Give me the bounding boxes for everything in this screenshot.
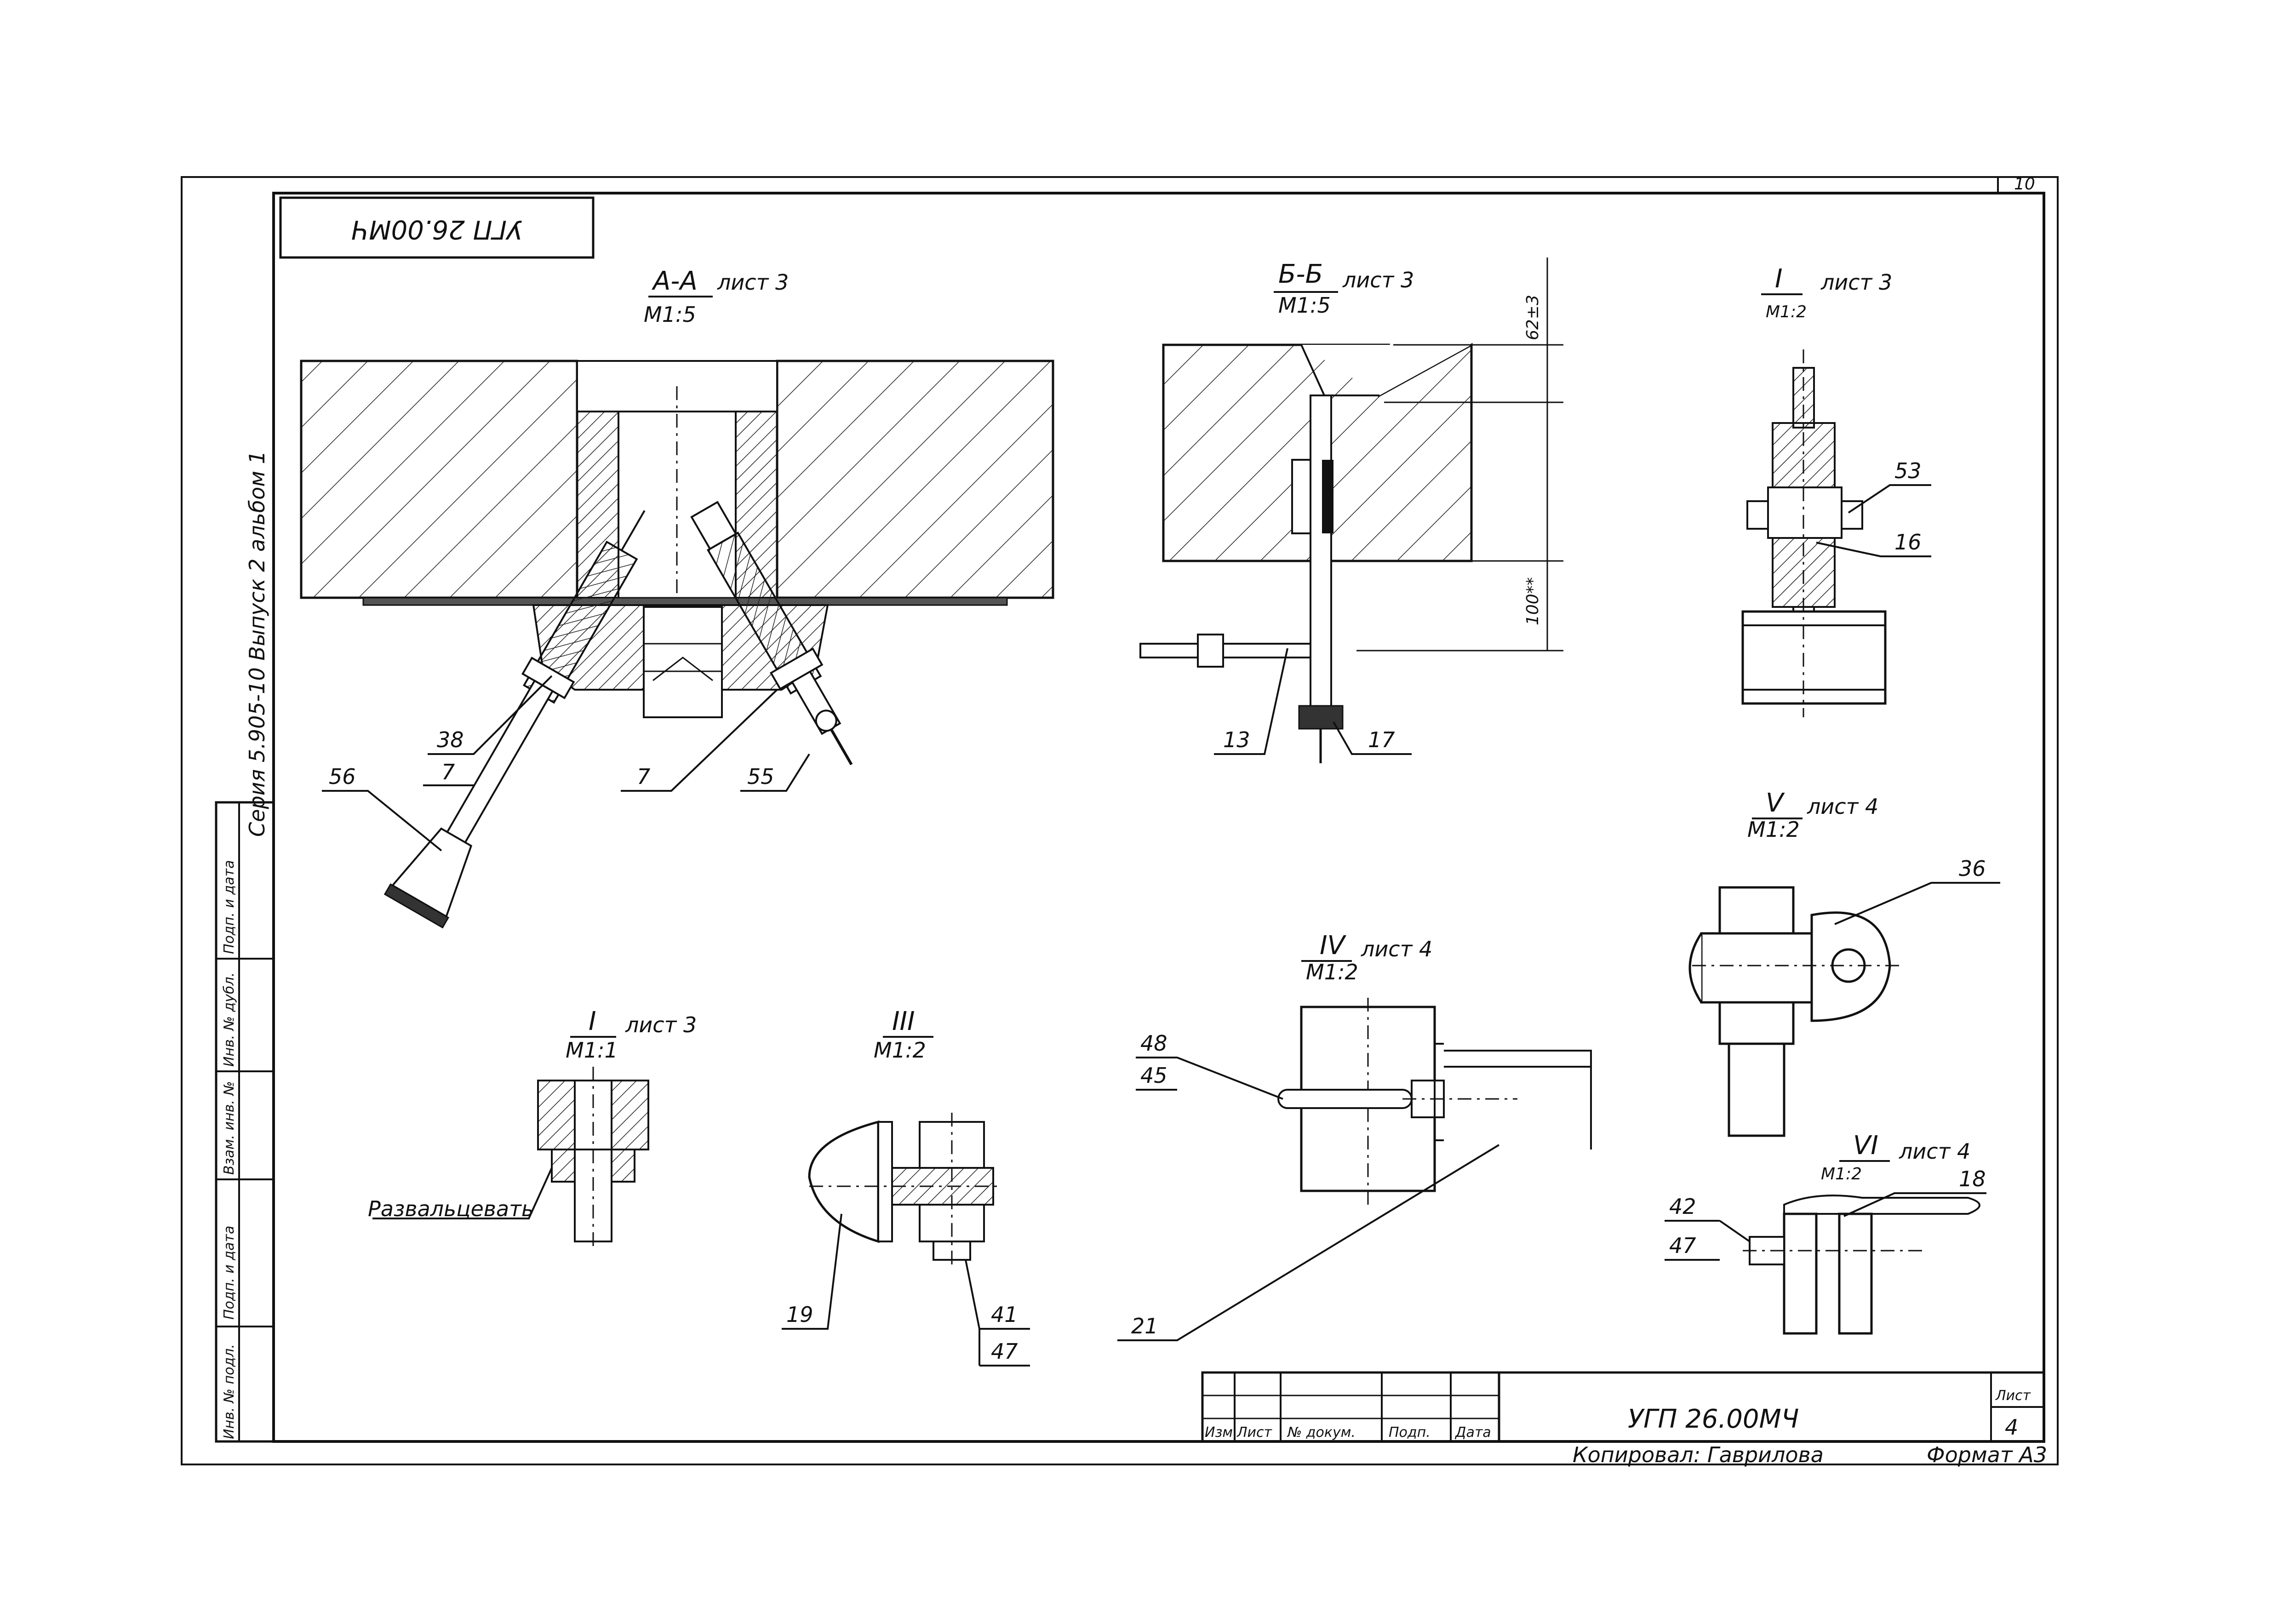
note-razvaltsevat: Развальцевать (368, 1196, 534, 1221)
callout-21: 21 (1131, 1314, 1158, 1338)
detail-vi-sheet-ref: лист 4 (1899, 1139, 1970, 1164)
tb-header-podp: Подп. (1389, 1424, 1431, 1441)
detail-vi: VI лист 4 М1:2 42 47 18 (1665, 1131, 1986, 1335)
callout-36: 36 (1959, 856, 1986, 881)
detail-i-sheet-ref: лист 3 (625, 1012, 697, 1037)
section-aa-scale: М1:5 (644, 302, 696, 327)
mirrored-stamp-text: УГП 26.00МЧ (351, 214, 522, 244)
detail-i-top-scale: М1:2 (1766, 303, 1807, 321)
callout-47b: 47 (1669, 1233, 1696, 1258)
dim-100: 100** (1523, 577, 1542, 625)
detail-iv-title: IV (1320, 931, 1347, 961)
detail-i: I лист 3 М1:1 Развальцевать (368, 1006, 697, 1251)
detail-iv-sheet-ref: лист 4 (1361, 937, 1432, 961)
tb-header-data: Дата (1454, 1424, 1491, 1441)
callout-16: 16 (1894, 530, 1922, 555)
detail-v: V лист 4 М1:2 36 (1688, 788, 2000, 1137)
side-cell-1: Инв. № подл. (221, 1344, 237, 1439)
tb-designation: УГП 26.00МЧ (1628, 1404, 1799, 1434)
detail-i-title: I (589, 1006, 596, 1036)
section-bb: Б-Б лист 3 М1:5 62±3 100** 13 17 (1139, 257, 1563, 763)
section-aa: А-А лист 3 М1:5 (300, 266, 1054, 929)
detail-iii: III М1:2 19 41 47 (782, 1006, 1030, 1367)
tb-sheet-number: 4 (2005, 1415, 2018, 1440)
callout-56: 56 (329, 764, 356, 789)
dim-62: 62±3 (1523, 295, 1542, 340)
callout-7a: 7 (441, 760, 455, 784)
detail-iii-title: III (892, 1006, 915, 1036)
tb-header-doc: № докум. (1287, 1424, 1356, 1441)
callout-19: 19 (786, 1302, 813, 1327)
side-cell-3: Взам. инв. № (221, 1081, 237, 1175)
detail-iv-scale: М1:2 (1306, 960, 1358, 984)
series-text: Серия 5.905-10 Выпуск 2 альбом 1 (245, 451, 269, 837)
section-aa-sheet-ref: лист 3 (717, 270, 789, 295)
copied-by: Копировал: Гаврилова (1573, 1442, 1824, 1467)
detail-i-top-title: I (1775, 264, 1783, 294)
callout-55: 55 (747, 764, 774, 789)
format-label: Формат А3 (1927, 1442, 2047, 1467)
title-block: Изм Лист № докум. Подп. Дата УГП 26.00МЧ… (1201, 1371, 2045, 1443)
callout-48: 48 (1140, 1031, 1167, 1056)
tb-sheet-label: Лист (1995, 1388, 2031, 1404)
page-number: 10 (2014, 175, 2035, 194)
side-stamp: Серия 5.905-10 Выпуск 2 альбом 1 Инв. № … (215, 451, 275, 1443)
detail-vi-title: VI (1853, 1131, 1878, 1161)
detail-vi-scale: М1:2 (1821, 1165, 1862, 1184)
detail-v-sheet-ref: лист 4 (1807, 794, 1878, 819)
detail-v-title: V (1766, 788, 1785, 818)
callout-42: 42 (1669, 1194, 1696, 1219)
section-bb-title: Б-Б (1278, 259, 1323, 289)
tb-header-list: Лист (1236, 1424, 1273, 1441)
callout-38: 38 (437, 727, 464, 752)
detail-i-scale: М1:1 (566, 1038, 618, 1063)
section-bb-scale: М1:5 (1278, 293, 1331, 318)
callout-18: 18 (1959, 1167, 1986, 1191)
section-bb-sheet-ref: лист 3 (1342, 268, 1414, 292)
detail-i-top-sheet-ref: лист 3 (1820, 270, 1892, 295)
side-cell-2: Подп. и дата (221, 1226, 237, 1320)
detail-i-top: I лист 3 М1:2 53 16 (1741, 264, 1931, 717)
callout-47a: 47 (991, 1339, 1018, 1364)
detail-iv: IV лист 4 М1:2 48 45 21 (1117, 931, 1592, 1341)
section-aa-title: А-А (652, 266, 698, 296)
detail-v-scale: М1:2 (1747, 817, 1800, 842)
callout-17: 17 (1368, 727, 1395, 752)
mirrored-stamp-box: УГП 26.00МЧ (279, 196, 595, 259)
callout-45: 45 (1140, 1063, 1167, 1088)
callout-13: 13 (1223, 727, 1250, 752)
callout-41: 41 (991, 1302, 1018, 1327)
callout-53: 53 (1894, 458, 1922, 483)
tb-header-izm: Изм (1205, 1424, 1233, 1441)
side-cell-5: Подп. и дата (221, 860, 237, 954)
callout-7b: 7 (637, 764, 650, 789)
side-cell-4: Инв. № дубл. (221, 972, 237, 1067)
detail-iii-scale: М1:2 (874, 1038, 926, 1063)
